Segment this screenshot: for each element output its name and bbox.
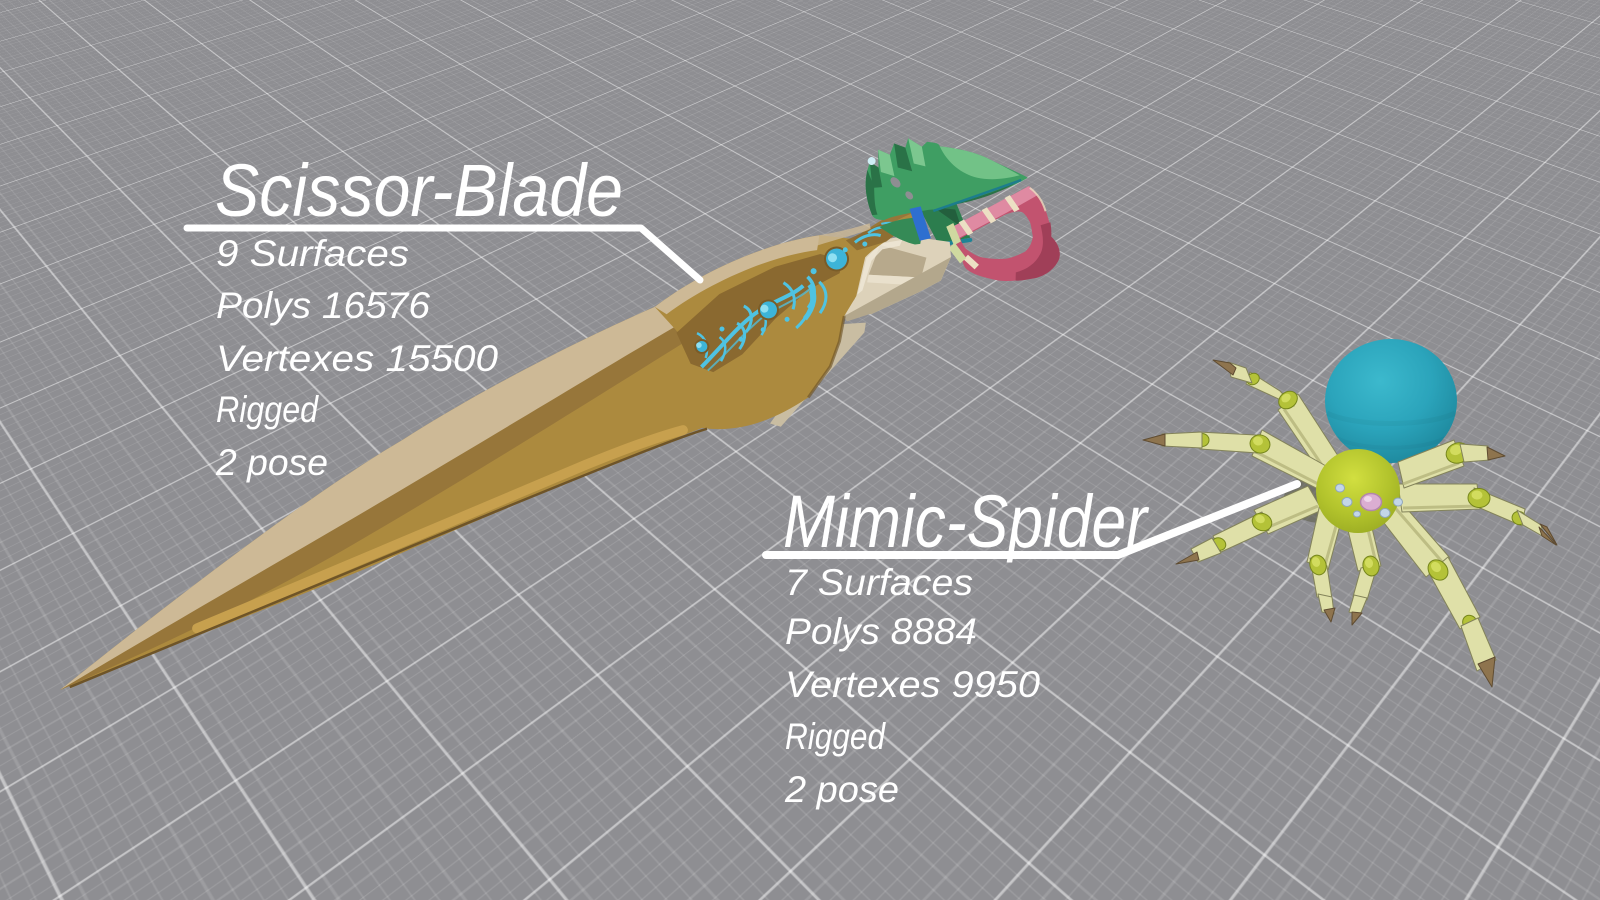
model-title: Scissor-Blade: [215, 149, 623, 232]
model-stat: Polys 8884: [785, 611, 977, 652]
sword-blade: [60, 206, 918, 690]
spider-gem: [1359, 492, 1383, 512]
model-mimic-spider[interactable]: [1142, 339, 1558, 688]
model-stat: 9 Surfaces: [216, 233, 409, 274]
spider-body: [1316, 449, 1403, 533]
sword-blue-band: [909, 206, 931, 241]
model-title: Mimic-Spider: [783, 480, 1150, 563]
model-stat: 2 pose: [215, 442, 328, 483]
label-scissor-blade: Scissor-Blade 9 Surfaces Polys 16576 Ver…: [183, 149, 704, 483]
leader-line-mimic-spider: [762, 480, 1301, 559]
model-stat: Vertexes 15500: [216, 338, 498, 379]
spider-abdomen: [1325, 339, 1457, 463]
label-mimic-spider: Mimic-Spider 7 Surfaces Polys 8884 Verte…: [762, 480, 1301, 810]
model-stat: Polys 16576: [216, 285, 430, 326]
leader-line-scissor-blade: [183, 224, 704, 284]
model-stat: Rigged: [785, 716, 886, 757]
sword-green-guard: [865, 138, 1028, 245]
model-stat: Rigged: [216, 389, 319, 430]
model-stat: 2 pose: [784, 769, 899, 810]
sword-pink-handle: [946, 186, 1060, 281]
model-scissor-blade[interactable]: [16, 93, 1077, 783]
sword-gems: [694, 241, 868, 354]
model-stat: 7 Surfaces: [785, 562, 973, 603]
model-stat: Vertexes 9950: [785, 664, 1040, 705]
